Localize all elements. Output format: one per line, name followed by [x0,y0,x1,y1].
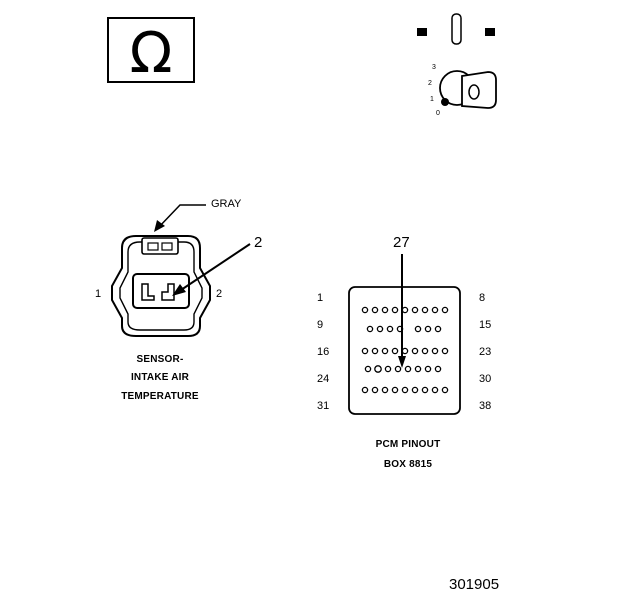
sensor-pin-2-label: 2 [216,288,223,300]
pcm-pin [424,325,432,333]
pcm-pin [384,365,392,373]
pcm-pin [364,365,372,373]
pcm-pin [441,306,449,314]
pcm-row-right-4: 30 [479,373,492,385]
pcm-pin [401,386,409,394]
ohmmeter-symbol: Ω [107,17,195,86]
pcm-pin [421,306,429,314]
ignition-position-2: 2 [428,80,432,87]
pcm-row-right-3: 23 [479,346,492,358]
pcm-pin [376,325,384,333]
sensor-callout-number: 2 [254,234,263,251]
sensor-caption-line-1: SENSOR- [136,354,184,365]
sensor-pin-1-label: 1 [95,288,102,300]
pcm-pin [441,347,449,355]
pcm-pin [401,306,409,314]
pcm-pin [411,306,419,314]
pcm-row-left-2: 9 [317,319,324,331]
pcm-pin [371,347,379,355]
pcm-caption-line-2: BOX 8815 [383,459,433,470]
figure-number: 301905 [449,576,500,593]
pcm-caption-line-1: PCM PINOUT [375,439,441,450]
pcm-pin [401,347,409,355]
pcm-pin [381,386,389,394]
pcm-pin [361,306,369,314]
sensor-caption-line-2: INTAKE AIR [130,372,190,383]
pcm-pin [414,365,422,373]
wire-color-label: GRAY [211,198,242,210]
pcm-row-left-4: 24 [317,373,330,385]
pcm-pin [441,386,449,394]
pcm-pin [381,347,389,355]
pcm-pin [391,386,399,394]
pcm-pin [434,325,442,333]
pcm-pin [391,306,399,314]
pcm-row-left-1: 1 [317,292,324,304]
ignition-position-1: 1 [430,96,434,103]
ignition-position-0: 0 [436,110,440,117]
pcm-pin [404,365,412,373]
pcm-row-right-5: 38 [479,400,492,412]
pcm-pin [361,386,369,394]
pcm-pin [421,347,429,355]
pcm-row-left-3: 16 [317,346,330,358]
pcm-pin [434,365,442,373]
ohm-icon: Ω [130,21,173,86]
pcm-pin [421,386,429,394]
pcm-row-right-2: 15 [479,319,492,331]
pcm-pin [371,306,379,314]
pcm-pin [394,365,402,373]
pcm-pinout-box [348,254,461,415]
pcm-pin [381,306,389,314]
pcm-pin [411,347,419,355]
ignition-switch-icon: 3 2 1 0 [417,13,497,117]
pcm-pin [414,325,422,333]
pcm-row-right-1: 8 [479,292,486,304]
sensor-connector [111,204,251,337]
pcm-pin [431,306,439,314]
pcm-pin [391,347,399,355]
pcm-pin [431,347,439,355]
sensor-caption-line-3: TEMPERATURE [121,391,199,402]
pcm-pin [431,386,439,394]
ignition-position-3: 3 [432,64,436,71]
pcm-pin [424,365,432,373]
pcm-pin-grid [361,306,449,394]
pcm-row-left-5: 31 [317,400,330,412]
pcm-pin [371,386,379,394]
pcm-pin [366,325,374,333]
pcm-callout-number: 27 [393,234,410,251]
pcm-pin [411,386,419,394]
pcm-pin [374,365,382,373]
pcm-pin [386,325,394,333]
pcm-pin [361,347,369,355]
